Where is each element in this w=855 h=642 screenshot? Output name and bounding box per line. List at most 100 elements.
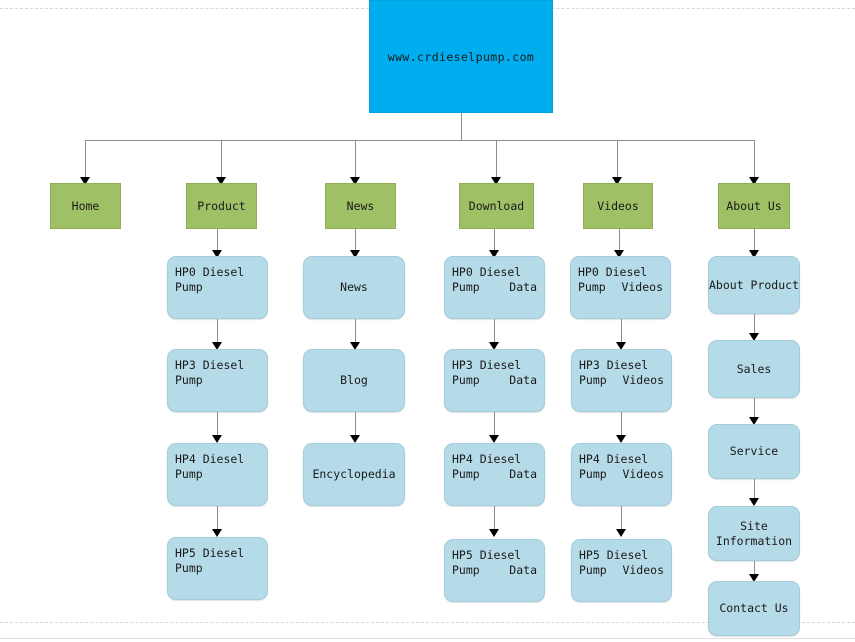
node-about-contact-us-label: Contact Us [719,601,789,615]
arrow-download-2 [489,342,499,350]
node-section-news-label: News [346,199,375,213]
arrow-news-1 [350,250,360,258]
arrow-videos-4 [616,529,626,537]
arrow-about [749,177,759,185]
connector-drop-news [355,140,356,178]
arrow-about-4 [749,498,759,506]
arrow-download-4 [489,529,499,537]
arrow-download-3 [489,435,499,443]
arrow-product-4 [212,529,222,537]
connector-product-3-4 [217,506,218,530]
page-guide-bottom [0,622,855,623]
connector-product-to-1 [217,229,218,251]
node-root-label: www.crdieselpump.com [387,49,535,64]
node-news-blog-label: Blog [340,373,368,387]
connector-about-3-4 [754,479,755,499]
node-about-service[interactable]: Service [708,424,800,479]
connector-videos-2-3 [621,412,622,436]
arrow-videos-3 [616,435,626,443]
connector-drop-about [754,140,755,178]
node-news-news[interactable]: News [303,256,405,319]
node-section-videos[interactable]: Videos [583,183,653,229]
connector-news-2-3 [355,412,356,436]
node-section-product-label: Product [197,199,246,213]
node-section-home-label: Home [71,199,100,213]
connector-product-2-3 [217,412,218,436]
connector-about-4-5 [754,561,755,575]
connector-download-2-3 [494,412,495,436]
connector-drop-download [496,140,497,178]
node-section-home[interactable]: Home [50,183,121,229]
connector-download-1-2 [494,319,495,343]
connector-videos-1-2 [621,319,622,343]
node-section-download-label: Download [468,199,525,213]
arrow-download [491,177,501,185]
arrow-videos [612,177,622,185]
node-section-product[interactable]: Product [186,183,257,229]
arrow-news-2 [350,342,360,350]
node-about-about-product[interactable]: About Product [708,256,800,314]
arrow-about-1 [749,250,759,258]
connector-drop-videos [617,140,618,178]
arrow-news-3 [350,435,360,443]
connector-videos-to-1 [619,229,620,251]
arrow-videos-2 [616,342,626,350]
connector-videos-3-4 [621,506,622,530]
node-news-blog[interactable]: Blog [303,349,405,412]
connector-bus [85,140,754,141]
node-about-about-product-label: About Product [709,277,800,292]
page-edge-bottom [0,638,855,639]
arrow-about-3 [749,417,759,425]
node-section-download[interactable]: Download [459,183,534,229]
arrow-videos-1 [614,250,624,258]
connector-product-1-2 [217,319,218,343]
connector-about-to-1 [754,229,755,251]
arrow-product-3 [212,435,222,443]
arrow-about-2 [749,333,759,341]
arrow-home [80,177,90,185]
connector-about-2-3 [754,398,755,418]
node-root-site[interactable]: www.crdieselpump.com [369,0,553,113]
node-about-service-label: Service [729,444,779,458]
arrow-news [350,177,360,185]
connector-news-to-1 [355,229,356,251]
node-section-about-label: About Us [726,199,782,213]
node-about-contact-us[interactable]: Contact Us [708,581,800,636]
arrow-product-2 [212,342,222,350]
node-section-news[interactable]: News [325,183,396,229]
arrow-download-1 [489,250,499,258]
node-about-sales[interactable]: Sales [708,340,800,398]
arrow-product [216,177,226,185]
connector-drop-home [85,140,86,178]
connector-root-stem [461,113,462,140]
node-news-encyclopedia[interactable]: Encyclopedia [303,443,405,506]
node-section-about[interactable]: About Us [718,183,790,229]
